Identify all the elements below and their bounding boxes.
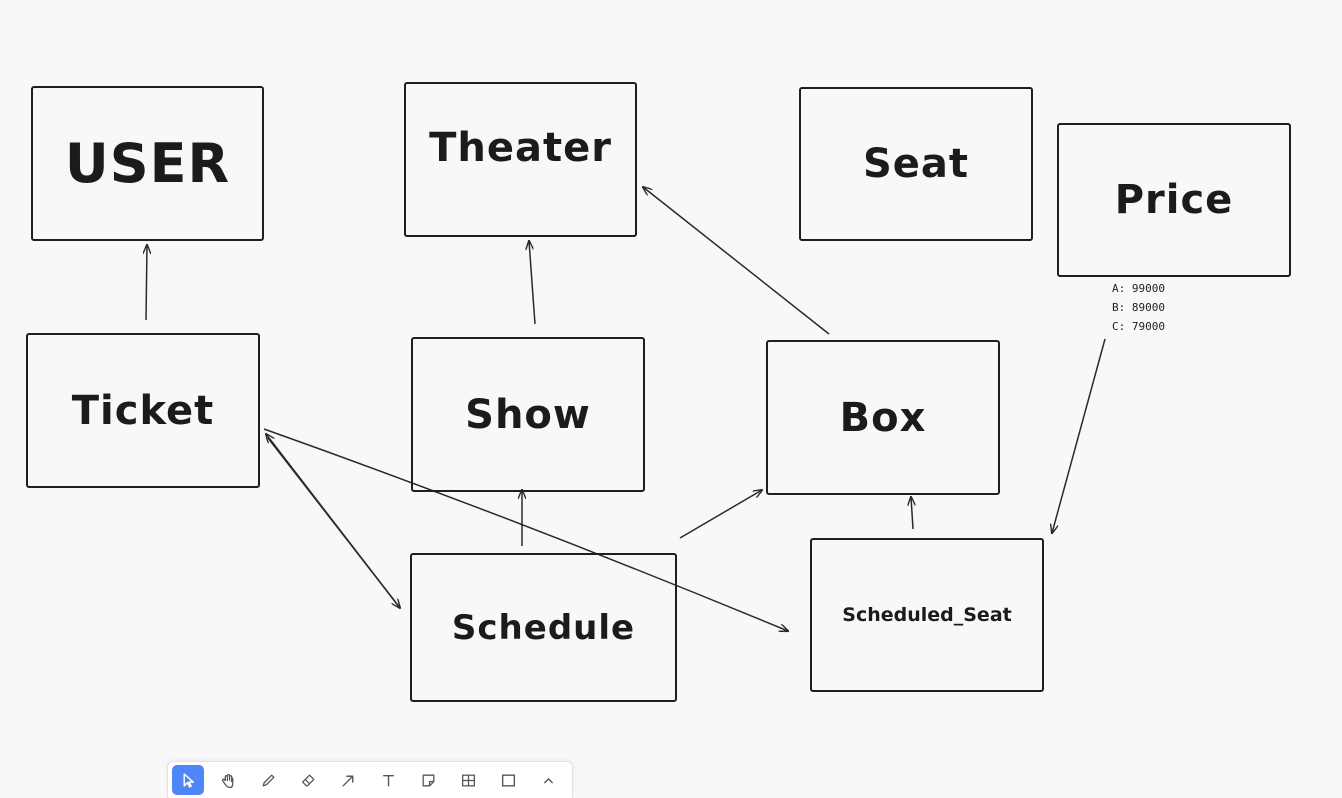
chevron-up-icon xyxy=(543,777,553,783)
entity-ticket[interactable]: Ticket xyxy=(26,333,260,488)
sticky-note-tool-button[interactable] xyxy=(412,765,444,795)
select-tool-button[interactable] xyxy=(172,765,204,795)
rectangle-tool-button[interactable] xyxy=(492,765,524,795)
arrow-box-to-theater[interactable] xyxy=(643,187,830,335)
hand-icon xyxy=(221,773,233,788)
hand-tool-button[interactable] xyxy=(212,765,244,795)
entity-schedule[interactable]: Schedule xyxy=(410,553,677,702)
entity-price[interactable]: Price xyxy=(1057,123,1291,277)
arrow-schedule-to-ticket[interactable] xyxy=(266,434,401,609)
price-note-line: B: 89000 xyxy=(1112,301,1165,314)
drawing-toolbar xyxy=(167,761,573,798)
entity-scheduled-seat[interactable]: Scheduled_Seat xyxy=(810,538,1044,692)
arrow-ticket-to-user[interactable] xyxy=(146,245,147,321)
arrow-tool-button[interactable] xyxy=(332,765,364,795)
text-tool-button[interactable] xyxy=(372,765,404,795)
sticky-note-icon xyxy=(422,774,434,786)
price-note[interactable]: A: 99000 B: 89000 C: 79000 xyxy=(1112,279,1165,336)
entity-show-label: Show xyxy=(465,391,591,438)
entity-theater[interactable]: Theater xyxy=(404,82,637,237)
entity-theater-label: Theater xyxy=(429,124,612,171)
entity-show[interactable]: Show xyxy=(411,337,645,492)
entity-box[interactable]: Box xyxy=(766,340,1000,495)
arrow-ticket-to-scheduled-seat[interactable] xyxy=(263,428,788,631)
arrow-schedule-to-box[interactable] xyxy=(679,490,762,539)
cursor-icon xyxy=(183,772,194,788)
frame-icon xyxy=(461,774,475,786)
arrow-show-to-theater[interactable] xyxy=(529,241,536,325)
price-note-line: A: 99000 xyxy=(1112,282,1165,295)
arrow-scheduled-seat-to-box[interactable] xyxy=(911,497,913,530)
entity-user-label: USER xyxy=(64,132,231,195)
entity-seat[interactable]: Seat xyxy=(799,87,1033,241)
entity-price-label: Price xyxy=(1114,177,1234,223)
pencil-icon xyxy=(262,774,274,786)
entity-user[interactable]: USER xyxy=(31,86,264,241)
entity-seat-label: Seat xyxy=(862,141,970,187)
entity-schedule-label: Schedule xyxy=(451,607,636,648)
arrow-price-to-scheduled-seat[interactable] xyxy=(1052,338,1106,533)
text-icon xyxy=(382,774,394,787)
rectangle-icon xyxy=(501,773,515,787)
eraser-icon xyxy=(301,774,314,786)
entity-box-label: Box xyxy=(839,394,927,441)
price-note-line: C: 79000 xyxy=(1112,320,1165,333)
entity-scheduled-seat-label: Scheduled_Seat xyxy=(842,604,1012,626)
pen-tool-button[interactable] xyxy=(252,765,284,795)
frame-tool-button[interactable] xyxy=(452,765,484,795)
eraser-tool-button[interactable] xyxy=(292,765,324,795)
entity-ticket-label: Ticket xyxy=(71,387,215,434)
arrow-icon xyxy=(341,775,353,787)
more-tools-button[interactable] xyxy=(532,765,564,795)
